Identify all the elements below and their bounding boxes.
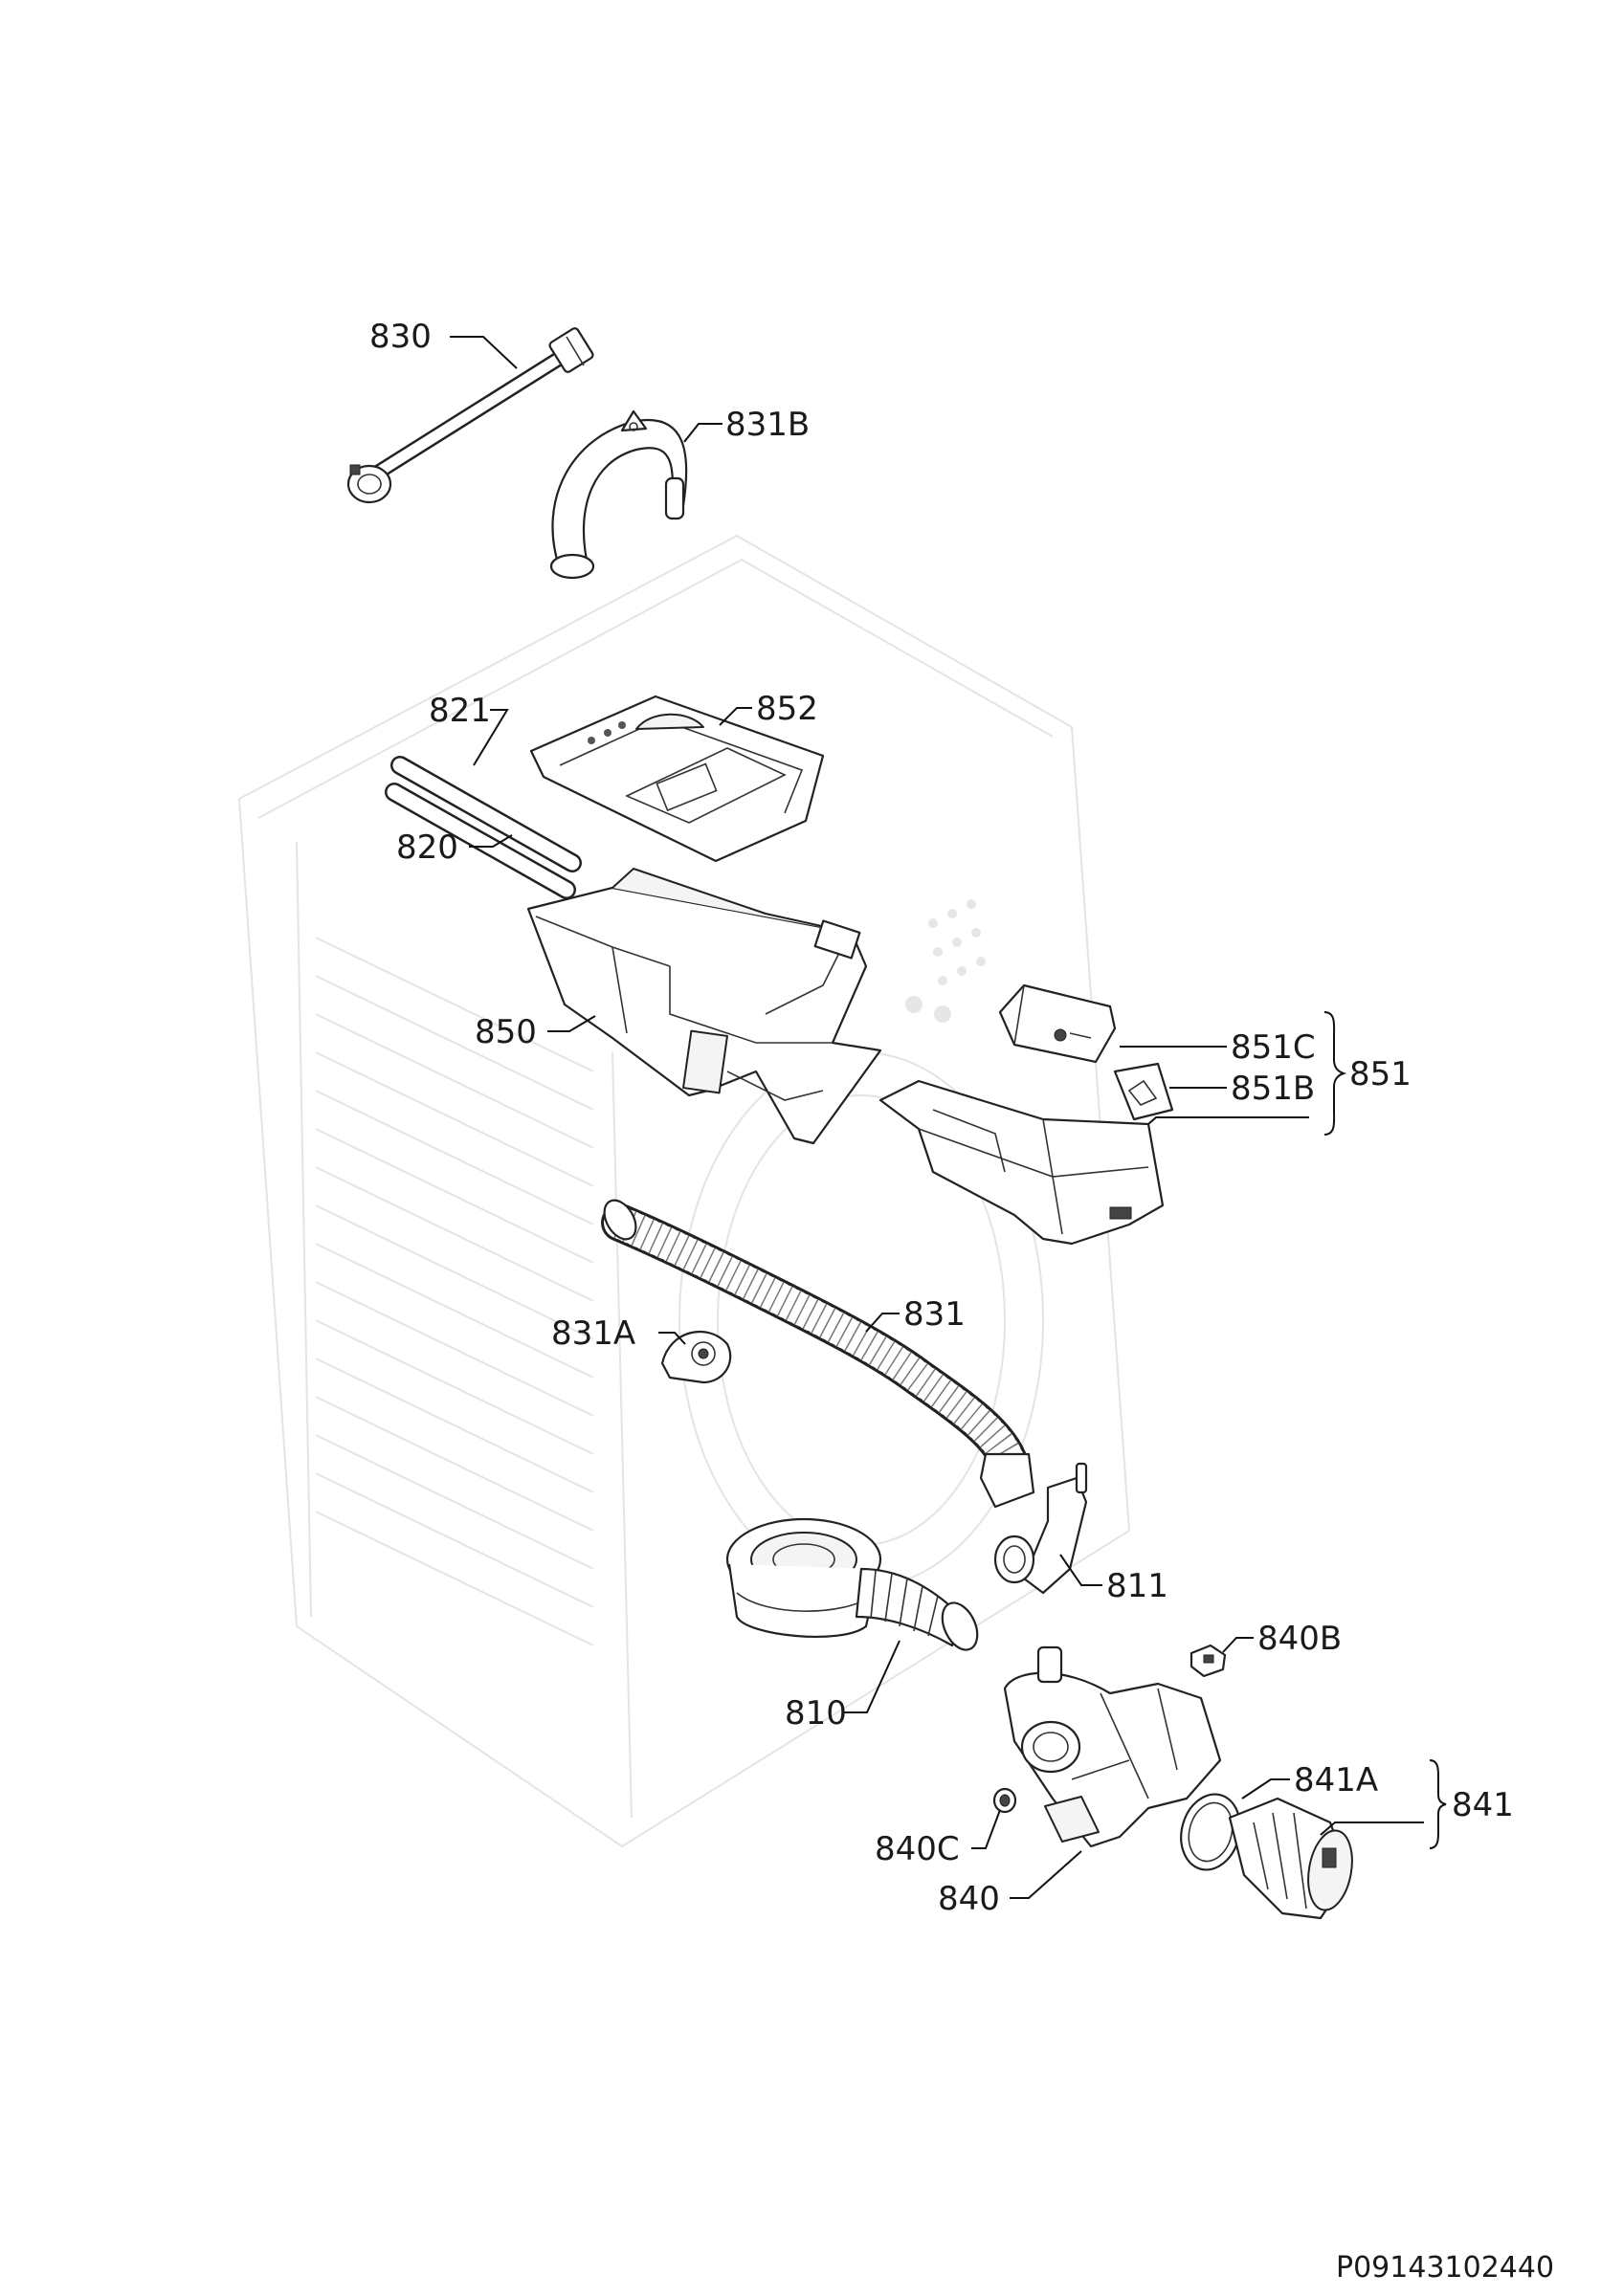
part-831-drain-hose — [601, 1199, 1035, 1509]
label-852: 852 — [756, 690, 818, 728]
label-851: 851 — [1349, 1055, 1412, 1093]
part-851-detergent-drawer — [878, 1079, 1165, 1246]
part-831A-hose-clip — [660, 1330, 732, 1384]
part-840-drain-pump — [1003, 1645, 1222, 1848]
leader-lines — [450, 336, 1424, 1899]
part-850-dispenser-housing — [526, 868, 882, 1145]
part-820-821-hoses — [385, 756, 582, 899]
label-820: 820 — [396, 828, 458, 867]
label-841A: 841A — [1294, 1761, 1378, 1799]
brace-841 — [1429, 1759, 1447, 1849]
document-code: P09143102440 — [1336, 2251, 1554, 2285]
part-810-sump-bellows — [725, 1517, 979, 1651]
brace-851 — [1323, 1011, 1347, 1136]
label-830: 830 — [369, 318, 432, 356]
part-840C-plug — [992, 1787, 1017, 1814]
part-841-pump-filter — [1228, 1797, 1353, 1920]
label-841: 841 — [1452, 1786, 1514, 1824]
label-850: 850 — [475, 1013, 537, 1051]
label-831: 831 — [903, 1295, 966, 1334]
label-811: 811 — [1106, 1567, 1168, 1605]
label-821: 821 — [429, 692, 491, 730]
part-851C-drawer-cover — [998, 983, 1117, 1064]
part-852-dispenser-lid — [529, 695, 825, 863]
label-831A: 831A — [551, 1314, 635, 1353]
label-840B: 840B — [1257, 1620, 1342, 1658]
label-840C: 840C — [875, 1830, 960, 1868]
label-851C: 851C — [1231, 1028, 1316, 1067]
label-831B: 831B — [725, 406, 810, 444]
part-811-elbow-connector — [993, 1462, 1088, 1595]
part-851B-drawer-insert — [1113, 1062, 1174, 1121]
label-810: 810 — [785, 1694, 847, 1733]
part-840B-clip — [1189, 1644, 1227, 1678]
part-831B-hose-guide — [549, 409, 688, 580]
callout-labels: 830 831B 821 852 820 850 851C 851B 851 8… — [369, 318, 1514, 1918]
label-851B: 851B — [1231, 1070, 1315, 1108]
label-840: 840 — [938, 1880, 1000, 1918]
part-830-inlet-hose — [346, 327, 594, 504]
